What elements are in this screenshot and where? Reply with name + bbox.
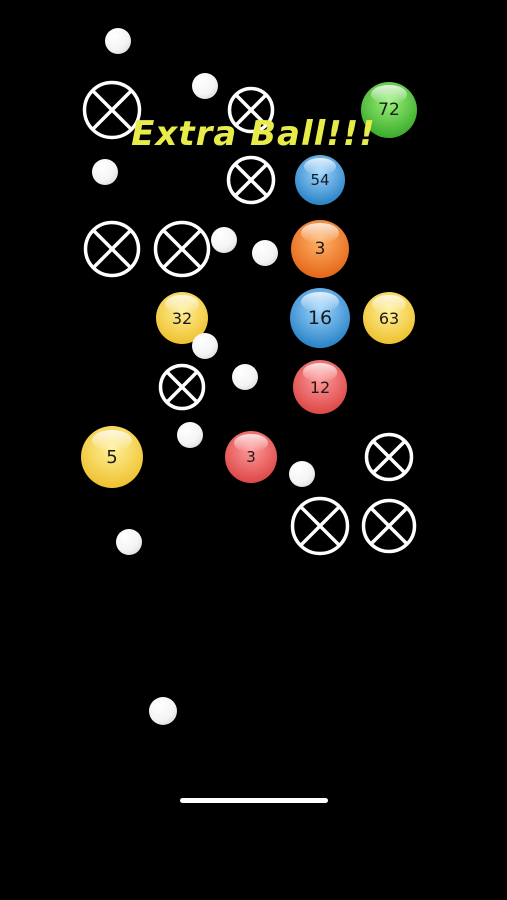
numbered-brick: 12 bbox=[293, 360, 347, 414]
extra-ball-pickup-icon bbox=[227, 86, 275, 134]
ball bbox=[289, 461, 315, 487]
ball bbox=[192, 73, 218, 99]
ball bbox=[116, 529, 142, 555]
extra-ball-pickup-icon bbox=[226, 155, 276, 205]
ball bbox=[192, 333, 218, 359]
extra-ball-pickup-icon bbox=[82, 80, 142, 140]
brick-hit-count: 72 bbox=[378, 100, 400, 120]
extra-ball-pickup-icon bbox=[158, 363, 206, 411]
numbered-brick: 54 bbox=[295, 155, 345, 205]
extra-ball-pickup-icon bbox=[83, 220, 141, 278]
brick-hit-count: 63 bbox=[378, 308, 400, 328]
brick-hit-count: 3 bbox=[314, 239, 326, 259]
ball bbox=[252, 240, 278, 266]
numbered-brick: 16 bbox=[290, 288, 350, 348]
brick-hit-count: 12 bbox=[309, 377, 331, 397]
numbered-brick: 3 bbox=[225, 431, 277, 483]
brick-hit-count: 5 bbox=[106, 446, 118, 468]
extra-ball-pickup-icon bbox=[153, 220, 211, 278]
ball bbox=[211, 227, 237, 253]
ball bbox=[92, 159, 118, 185]
ball bbox=[105, 28, 131, 54]
numbered-brick: 72 bbox=[361, 82, 417, 138]
brick-hit-count: 16 bbox=[307, 307, 333, 329]
numbered-brick: 5 bbox=[81, 426, 143, 488]
brick-hit-count: 32 bbox=[171, 308, 193, 328]
brick-hit-count: 3 bbox=[246, 448, 256, 466]
ball bbox=[177, 422, 203, 448]
numbered-brick: 32 bbox=[156, 292, 208, 344]
brick-hit-count: 54 bbox=[310, 171, 330, 189]
numbered-brick: 3 bbox=[291, 220, 349, 278]
numbered-brick: 63 bbox=[363, 292, 415, 344]
extra-ball-pickup-icon bbox=[361, 498, 417, 554]
extra-ball-pickup-icon bbox=[364, 432, 414, 482]
extra-ball-pickup-icon bbox=[290, 496, 350, 556]
ball bbox=[149, 697, 177, 725]
home-indicator bbox=[180, 798, 328, 803]
ball bbox=[232, 364, 258, 390]
